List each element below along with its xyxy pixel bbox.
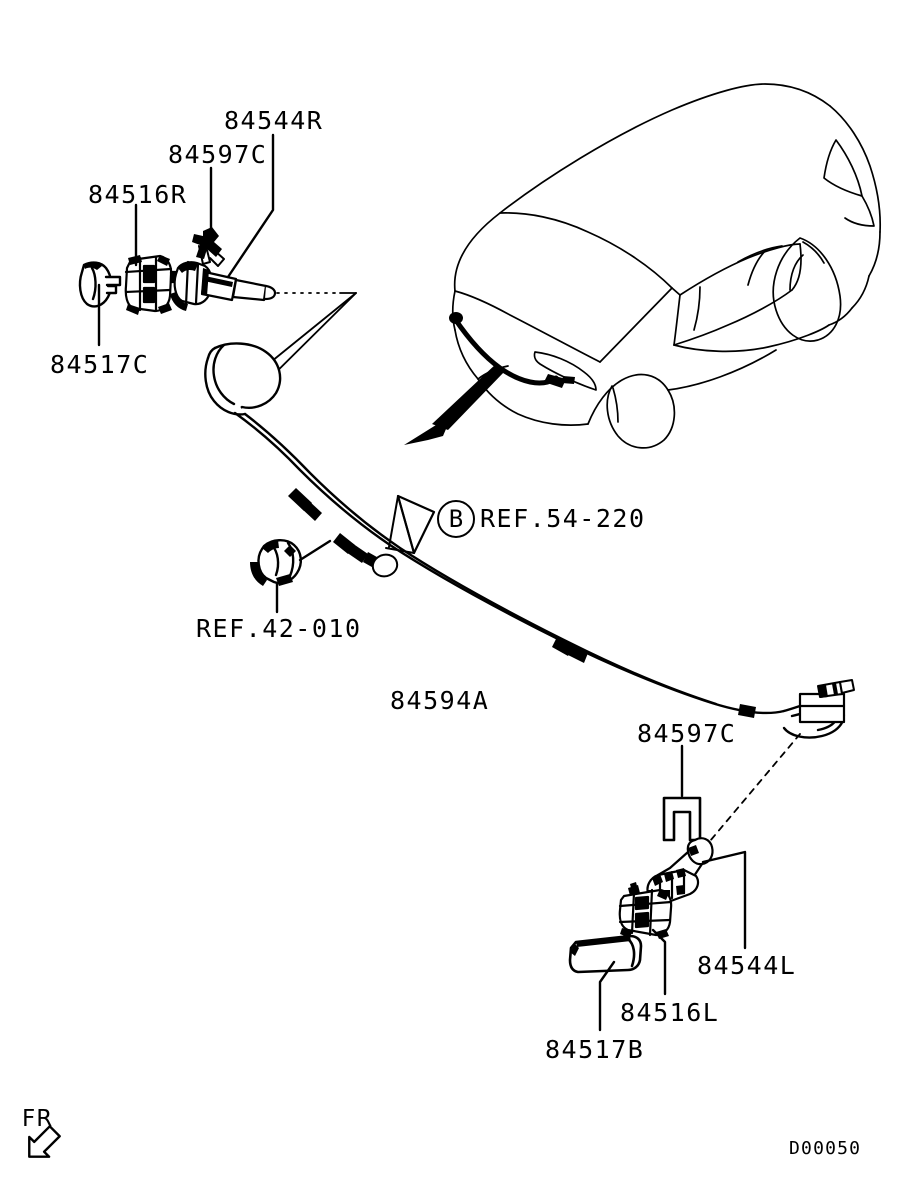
hose-clip-outlines bbox=[371, 553, 399, 578]
reference-label-54-220: REF.54-220 bbox=[480, 504, 646, 533]
part-84517B-cover-fill bbox=[570, 936, 631, 956]
fr-direction-arrow bbox=[28, 1125, 61, 1158]
part-label-84597C-bottom: 84597C bbox=[637, 719, 737, 748]
part-label-84597C-top: 84597C bbox=[168, 140, 268, 169]
orientation-label-fr: FR bbox=[22, 1106, 54, 1132]
part-label-84517B: 84517B bbox=[545, 1035, 645, 1064]
part-label-84516R: 84516R bbox=[88, 180, 188, 209]
callout-b-circle: B bbox=[437, 500, 475, 538]
reference-label-42-010: REF.42-010 bbox=[196, 614, 362, 643]
dashed-assembly-line-bottom bbox=[709, 733, 801, 842]
hose-end-tip-fill bbox=[818, 683, 838, 698]
leader-line-ref-42-010 bbox=[275, 539, 332, 614]
part-label-84517C: 84517C bbox=[50, 350, 150, 379]
part-84594A-hose bbox=[204, 342, 845, 739]
hose-end-connector bbox=[798, 692, 846, 724]
part-84516R-retainer bbox=[124, 254, 183, 313]
part-ref-42-010-clip-fill bbox=[250, 540, 296, 586]
installed-hose-nozzle-marker bbox=[449, 312, 575, 388]
installed-hose-on-vehicle bbox=[452, 316, 559, 386]
part-label-84544R: 84544R bbox=[224, 106, 324, 135]
part-84544R-nozzle-fill bbox=[170, 262, 233, 311]
leader-lines-top bbox=[134, 133, 275, 279]
part-label-84594A: 84594A bbox=[390, 686, 490, 715]
leader-lines-bottom bbox=[598, 744, 747, 1032]
callout-b-leader bbox=[385, 495, 415, 554]
vehicle-illustration bbox=[451, 83, 882, 449]
part-84516R-retainer-detail bbox=[126, 255, 172, 315]
part-84544R-nozzle bbox=[173, 260, 277, 307]
part-84517C-cover bbox=[78, 261, 122, 308]
part-label-84544L: 84544L bbox=[697, 951, 797, 980]
drawing-code-label: D00050 bbox=[789, 1138, 862, 1159]
view-direction-arrow bbox=[404, 363, 505, 445]
part-label-84516L: 84516L bbox=[620, 998, 720, 1027]
part-84597C-clip-top-outline bbox=[198, 245, 225, 267]
part-84517C-cover-fill bbox=[84, 262, 102, 270]
part-84597C-clip-bottom bbox=[662, 796, 702, 842]
